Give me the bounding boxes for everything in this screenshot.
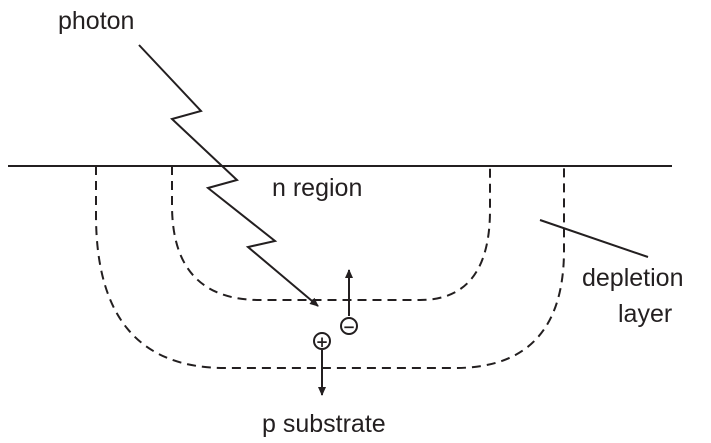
photon-label: photon (58, 7, 134, 35)
hole-circle (313, 332, 331, 350)
depletion-leader-line (539, 219, 649, 258)
depletion-label-line1: depletion (582, 264, 683, 292)
hole-symbol: + (316, 333, 329, 351)
hole-charge: + (313, 332, 331, 396)
n-region-label: n region (272, 174, 362, 202)
electron-charge: − (340, 269, 358, 336)
outer-depletion-boundary (95, 166, 565, 369)
depletion-label-line2: layer (618, 300, 672, 328)
electron-symbol: − (343, 318, 356, 336)
p-substrate-label: p substrate (262, 410, 386, 438)
photon-path-arrow (138, 44, 319, 307)
electron-circle (340, 317, 358, 335)
inner-depletion-boundary (171, 166, 491, 301)
